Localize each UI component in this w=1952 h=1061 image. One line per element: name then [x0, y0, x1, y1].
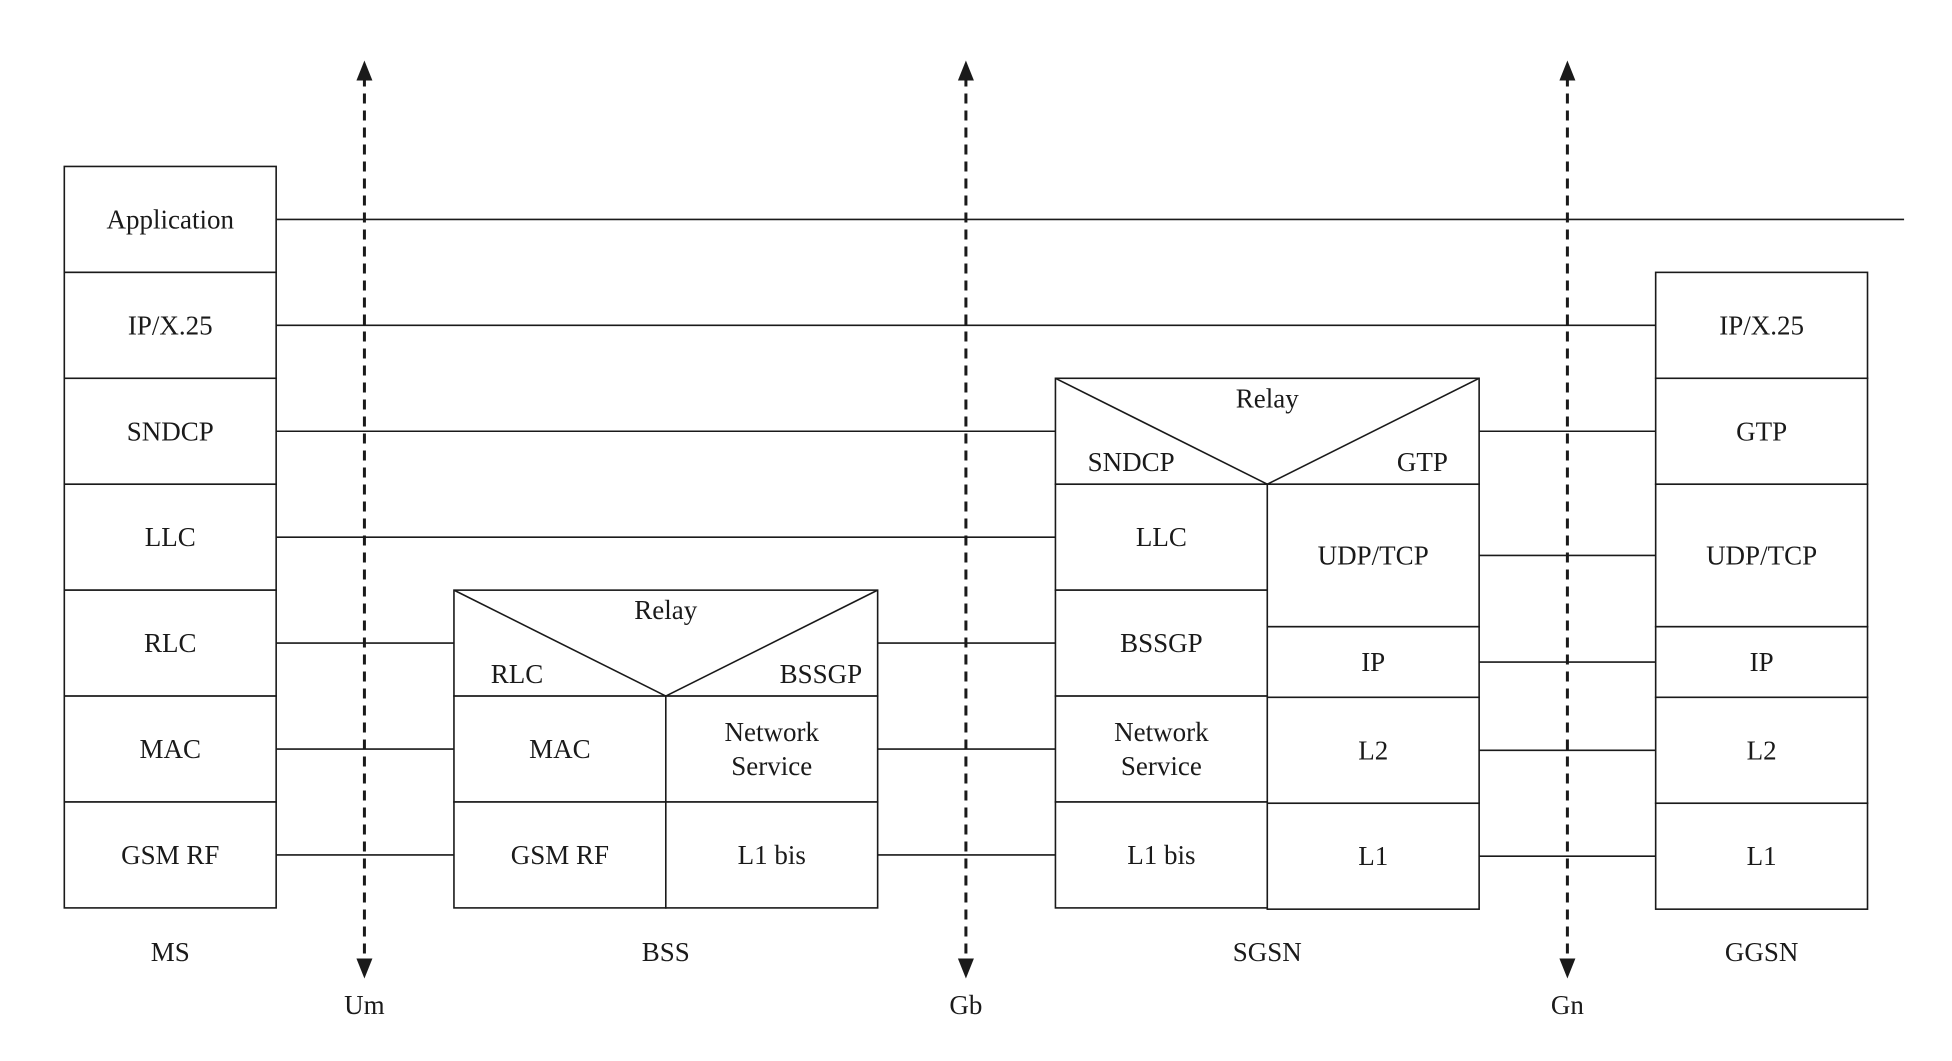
sgsn-relay-right-label: GTP [1397, 447, 1448, 477]
sgsn-right-layer-udp-tcp [1266, 483, 1480, 628]
bss-right-layer-network-service [664, 695, 879, 803]
interface-gn-arrow-up-icon [1559, 60, 1576, 81]
sgsn-left-layer-label: BSSGP [1120, 628, 1203, 658]
sgsn-left-layer-network-service [1054, 695, 1269, 803]
interface-gb-arrow-down-icon [957, 958, 974, 979]
sgsn-left-layer-l1-bis [1054, 801, 1269, 909]
ms-layer-application [63, 165, 277, 274]
ggsn-layer-ip-x-25 [1654, 271, 1869, 380]
sgsn-right-layer-ip [1266, 625, 1480, 699]
ms-layer-label: IP/X.25 [128, 310, 213, 340]
ggsn-layer-label: UDP/TCP [1706, 540, 1817, 570]
sgsn-right-layer-label: UDP/TCP [1318, 540, 1429, 570]
ms-layer-ip-x-25 [63, 271, 277, 380]
bss-left-layer-label: GSM RF [511, 840, 609, 870]
interface-gn-arrow-down-icon [1559, 958, 1576, 979]
bss-left-layer-mac [453, 695, 667, 803]
sgsn-relay-diagonal-right [1266, 377, 1480, 485]
ggsn-layer-label: GTP [1736, 416, 1787, 446]
bss-relay-left-label: RLC [491, 659, 544, 689]
ms-layer-label: MAC [139, 734, 201, 764]
sgsn-right-layer-label: L2 [1358, 735, 1388, 765]
ms-layer-label: GSM RF [121, 840, 219, 870]
interface-um-label: Um [344, 990, 385, 1020]
ggsn-layer-label: L2 [1747, 735, 1777, 765]
ggsn-layer-ip [1654, 625, 1869, 699]
sgsn-name: SGSN [1233, 937, 1302, 967]
ggsn-layer-udp-tcp [1654, 483, 1869, 628]
ms-layer-rlc [63, 589, 277, 697]
ms-name: MS [151, 937, 190, 967]
sgsn-left-layer-label: L1 bis [1127, 840, 1195, 870]
interface-um-arrow-down-icon [356, 958, 373, 979]
sgsn-right-layer-label: L1 [1358, 841, 1388, 871]
bss-relay-label: Relay [634, 595, 697, 625]
sgsn-left-layer-bssgp [1054, 589, 1269, 697]
ms-layer-gsm-rf [63, 801, 277, 909]
ms-layer-label: SNDCP [127, 416, 214, 446]
sgsn-right-layer-l1 [1266, 802, 1480, 910]
bss-left-layer-label: MAC [529, 734, 591, 764]
sgsn-right-layer-l2 [1266, 696, 1480, 805]
interface-gb-label: Gb [949, 990, 982, 1020]
sgsn-relay-box [1054, 377, 1480, 486]
ggsn-layer-label: L1 [1747, 841, 1777, 871]
ggsn-layer-label: IP/X.25 [1719, 310, 1804, 340]
interface-um-arrow-up-icon [356, 60, 373, 81]
ms-layer-mac [63, 695, 277, 803]
bss-relay-box [453, 589, 879, 697]
bss-left-layer-gsm-rf [453, 801, 667, 909]
sgsn-left-layer-llc [1054, 483, 1269, 591]
bss-name: BSS [642, 937, 690, 967]
interface-gb-arrow-up-icon [957, 60, 974, 81]
sgsn-left-layer-label: LLC [1136, 522, 1187, 552]
sgsn-relay-label: Relay [1236, 383, 1299, 413]
ggsn-layer-label: IP [1750, 647, 1774, 677]
sgsn-relay-diagonal-left [1055, 377, 1268, 485]
ms-layer-label: LLC [145, 522, 196, 552]
ms-layer-sndcp [63, 377, 277, 486]
sgsn-relay-left-label: SNDCP [1088, 447, 1175, 477]
ms-layer-label: RLC [144, 628, 197, 658]
ms-layer-llc [63, 483, 277, 591]
bss-relay-diagonal-right [665, 589, 879, 697]
bss-relay-right-label: BSSGP [780, 659, 863, 689]
ggsn-name: GGSN [1725, 937, 1799, 967]
bss-relay-diagonal-left [453, 589, 667, 697]
sgsn-right-layer-label: IP [1361, 647, 1385, 677]
ggsn-layer-l2 [1654, 696, 1869, 805]
ggsn-layer-gtp [1654, 377, 1869, 486]
bss-right-layer-label: L1 bis [738, 840, 806, 870]
ms-layer-label: Application [106, 204, 234, 234]
bss-right-layer-l1-bis [664, 801, 879, 909]
interface-gn-label: Gn [1551, 990, 1584, 1020]
